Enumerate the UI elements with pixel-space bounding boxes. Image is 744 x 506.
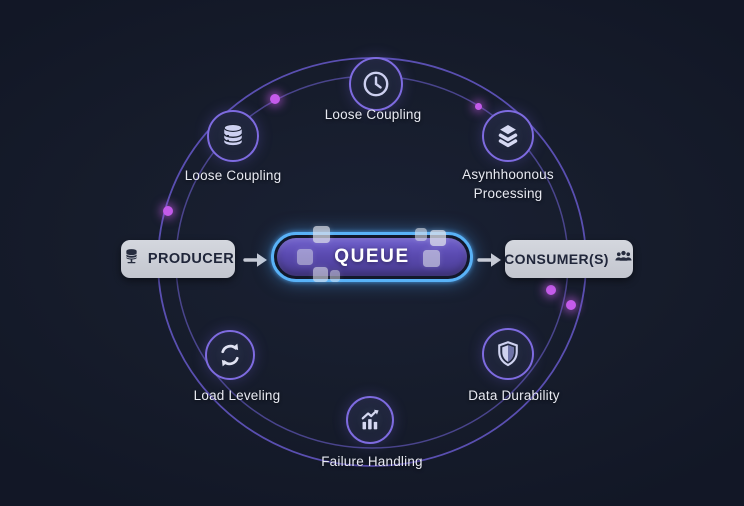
node-label-data-durability: Data Durability	[468, 388, 560, 403]
node-label-load-leveling: Load Leveling	[193, 388, 281, 403]
node-badge-load-leveling	[205, 330, 255, 380]
node-badge-failure-handling	[346, 396, 394, 444]
layers-icon	[493, 121, 523, 151]
accent-dot	[270, 94, 280, 104]
consumer-box: CONSUMER(S)	[504, 240, 634, 278]
message-block	[297, 249, 313, 265]
node-label-loose-coupling-left: Loose Coupling	[184, 168, 282, 183]
node-badge-loose-coupling-top	[349, 57, 403, 111]
sync-icon	[215, 340, 245, 370]
node-badge-data-durability	[482, 328, 534, 380]
node-label-async-processing: Asynhhoonous Processing	[462, 167, 554, 201]
node-badge-async-processing	[482, 110, 534, 162]
node-badge-loose-coupling-left	[207, 110, 259, 162]
message-block	[313, 226, 330, 243]
consumer-label: CONSUMER(S)	[504, 251, 609, 267]
shield-icon	[493, 339, 523, 369]
producer-label: PRODUCER	[147, 251, 235, 267]
message-block	[330, 270, 340, 282]
flow-arrow-icon	[477, 249, 503, 276]
accent-dot	[546, 285, 556, 295]
producer-box: PRODUCER	[121, 240, 235, 278]
message-block	[430, 230, 446, 246]
node-label-failure-handling: Failure Handling	[321, 454, 423, 469]
database-icon-dark	[122, 247, 141, 271]
clock-icon	[360, 68, 392, 100]
message-block	[313, 267, 328, 282]
chart-icon	[356, 406, 384, 434]
users-icon	[613, 246, 634, 272]
accent-dot	[475, 103, 482, 110]
database-icon	[218, 121, 248, 151]
accent-dot	[163, 206, 173, 216]
accent-dot	[566, 300, 576, 310]
message-block	[423, 250, 440, 267]
queue-label: QUEUE	[334, 246, 410, 267]
node-label-loose-coupling-top: Loose Coupling	[324, 107, 422, 122]
flow-arrow-icon	[243, 249, 269, 276]
message-block	[415, 228, 427, 241]
